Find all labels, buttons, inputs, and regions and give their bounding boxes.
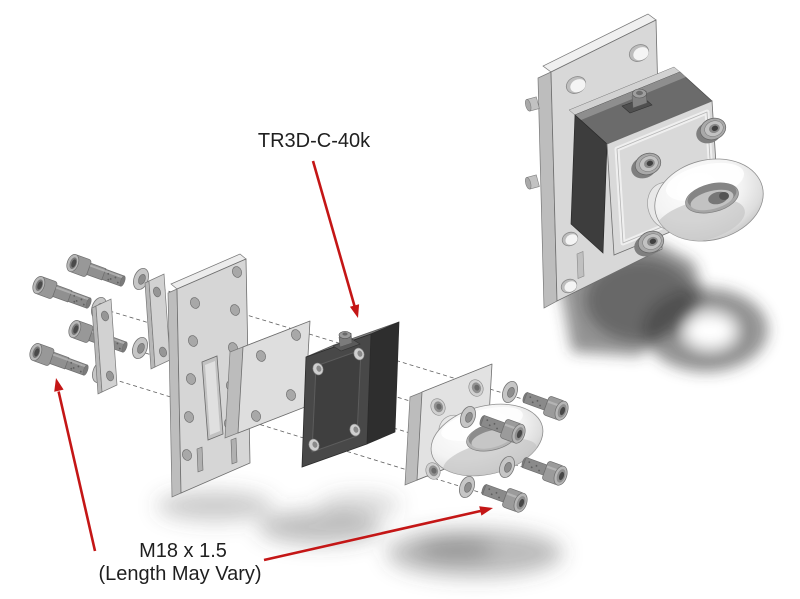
clamp-strip-left	[91, 298, 118, 395]
tow-ring-exploded	[430, 403, 544, 478]
plate-side-pins	[524, 96, 540, 190]
exploded-view-shadows	[157, 491, 563, 577]
label-bolt-spec-line1: M18 x 1.5	[139, 540, 227, 562]
annotations: TR3D-C-40k M18 x 1.5 (Length May Vary)	[54, 130, 493, 585]
label-part-model: TR3D-C-40k	[258, 130, 371, 152]
assembled-view	[524, 13, 764, 309]
plate-holes	[560, 44, 650, 294]
tow-ring-assembled	[654, 158, 764, 244]
arrow-to-right-bolt	[263, 506, 493, 562]
clamp-strip-right	[144, 273, 171, 370]
assembled-connector	[621, 88, 653, 114]
block-connector	[332, 331, 361, 352]
arrow-to-load-cell	[311, 160, 360, 318]
adapter-plate	[224, 320, 311, 439]
label-bolt-spec-line2: (Length May Vary)	[98, 563, 261, 585]
load-cell-block	[301, 321, 400, 468]
arrow-to-left-bolts	[54, 378, 97, 552]
block-corner-holes	[308, 347, 365, 452]
assembled-load-cell	[568, 66, 713, 254]
